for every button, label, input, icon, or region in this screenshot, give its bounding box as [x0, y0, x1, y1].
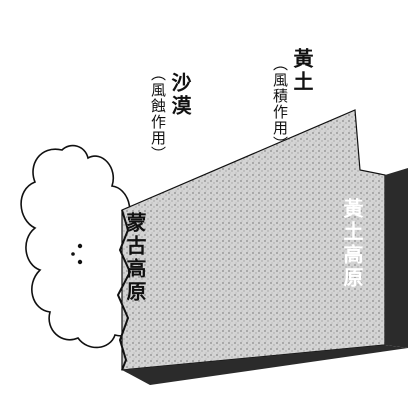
loess-label: 黃土 [290, 48, 314, 94]
desert-note-label: （風蝕作用） [149, 66, 167, 162]
desert-label: 沙漠 [168, 72, 192, 118]
plateau-bottom-face [122, 345, 408, 385]
plateau-side-face [385, 168, 408, 348]
loess-plateau-label: 黃土高原 [340, 198, 364, 290]
plateau-left-edge [116, 209, 132, 371]
cloud-icon [20, 144, 146, 349]
loess-note-label: （風積作用） [271, 56, 289, 152]
mongolian-plateau-label: 蒙古高原 [123, 212, 147, 304]
